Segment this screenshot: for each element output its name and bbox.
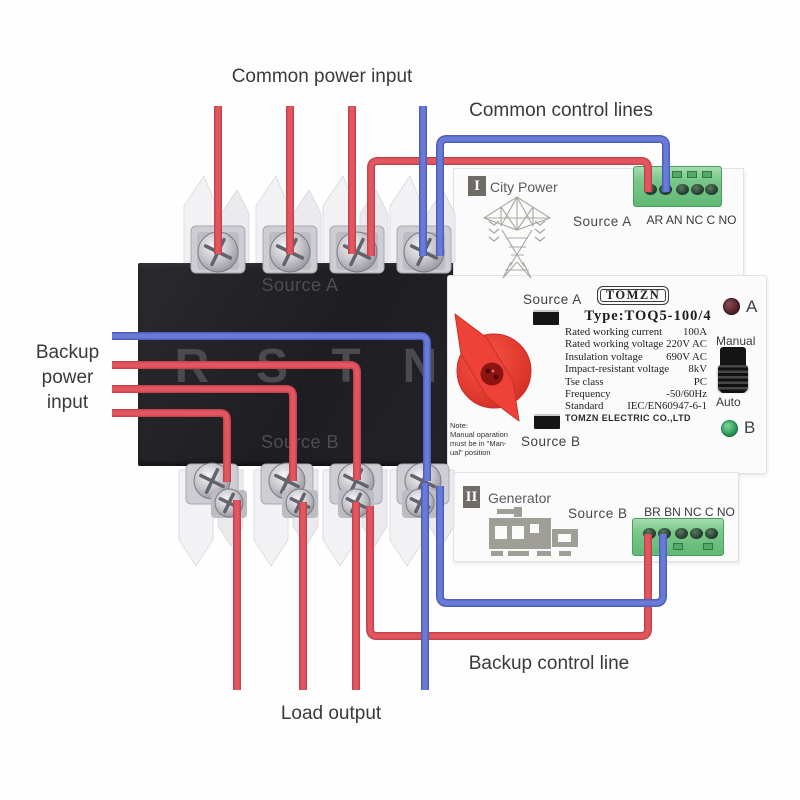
brand-logo: TOMZN	[597, 286, 669, 305]
terminal-screw	[405, 488, 435, 518]
roman-numeral-one: I	[468, 176, 486, 196]
breaker-body: Source A R S T N Source B	[138, 263, 462, 466]
terminal-screw	[404, 462, 442, 500]
source-a-indicator-window	[533, 310, 559, 325]
slider-knob	[718, 365, 748, 391]
city-power-source-label: Source A	[573, 214, 632, 229]
breaker-source-a-label: Source A	[261, 275, 339, 295]
terminal-hole-nc	[675, 528, 688, 539]
control-terminal-block-top	[633, 166, 722, 207]
source-b-indicator-window	[534, 414, 560, 429]
panel-source-b-label: Source B	[521, 434, 581, 449]
auto-label: Auto	[716, 395, 741, 409]
terminal-hole-c	[690, 528, 703, 539]
phase-s-label: S	[255, 340, 289, 393]
label-backup-control-line: Backup control line	[468, 653, 630, 674]
terminal-screw	[193, 462, 231, 500]
generator-source-label: Source B	[568, 506, 628, 521]
terminal-hole-an	[659, 184, 672, 195]
terminal-pin	[673, 543, 683, 550]
terminal-hole-c	[691, 184, 704, 195]
manual-label: Manual	[716, 334, 756, 348]
generator-title: Generator	[488, 490, 552, 506]
label-backup-power-input: Backup power input	[35, 342, 100, 413]
spec-row: Frequency-50/60Hz	[565, 388, 707, 401]
terminal-screw	[337, 462, 375, 500]
terminal-hole-br	[643, 528, 656, 539]
device-front-panel: Source A TOMZN Type:TOQ5-100/4 Rated wor…	[447, 275, 767, 474]
manual-auto-slider	[718, 347, 748, 393]
type-label: Type:TOQ5-100/4	[584, 308, 712, 324]
label-common-power-input: Common power input	[231, 66, 413, 87]
terminal-labels-top: AR AN NC C NO	[646, 213, 737, 227]
terminal-hole-nc	[676, 184, 689, 195]
top-terminal-lugs	[183, 174, 456, 274]
indicator-a-letter: A	[746, 297, 758, 316]
city-power-title: City Power	[490, 179, 558, 195]
terminal-hole-no	[705, 184, 718, 195]
terminal-screw	[268, 462, 306, 500]
terminal-screw	[285, 488, 315, 518]
control-terminal-block-bottom	[632, 518, 724, 556]
terminal-hole-ar	[644, 184, 657, 195]
label-common-control-lines: Common control lines	[469, 100, 653, 121]
label-load-output: Load output	[280, 703, 382, 724]
terminal-pin	[687, 171, 697, 178]
terminal-pin	[703, 543, 713, 550]
terminal-labels-bottom: BR BN NC C NO	[644, 505, 735, 519]
terminal-pin	[672, 171, 682, 178]
phase-n-label: N	[402, 340, 438, 393]
manual-operation-note: Note: Manual oparation must be in "Man- …	[450, 421, 508, 457]
panel-source-a-label: Source A	[523, 292, 582, 307]
phase-r-label: R	[174, 340, 210, 393]
led-a-indicator	[723, 298, 740, 315]
terminal-screw	[214, 488, 244, 518]
indicator-b-letter: B	[744, 418, 756, 437]
bottom-terminal-lugs	[178, 462, 455, 567]
phase-t-label: T	[331, 340, 361, 393]
terminal-hole-no	[705, 528, 718, 539]
company-name: TOMZN ELECTRIC CO.,LTD	[565, 413, 691, 423]
roman-numeral-two: II	[463, 486, 480, 508]
terminal-pin	[702, 171, 712, 178]
terminal-hole-bn	[658, 528, 671, 539]
led-b-indicator	[721, 420, 738, 437]
breaker-source-b-label: Source B	[260, 432, 340, 452]
terminal-screw	[341, 488, 371, 518]
